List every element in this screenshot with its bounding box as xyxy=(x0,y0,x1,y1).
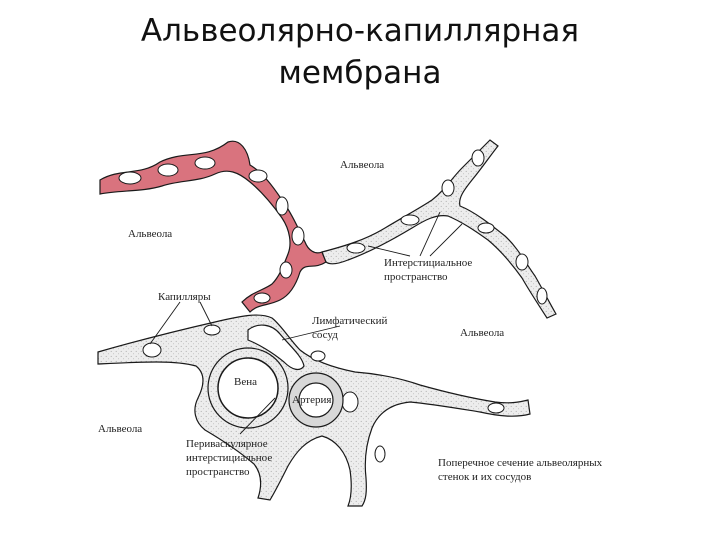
label-vein: Вена xyxy=(234,376,257,388)
pink-alveolar-wall xyxy=(100,141,326,312)
label-alveola-bottom: Альвеола xyxy=(98,423,142,435)
label-perivascular-3: пространство xyxy=(186,466,250,478)
label-perivascular-2: интерстициальное xyxy=(186,452,272,464)
caption-line-1: Поперечное сечение альвеолярных xyxy=(438,457,603,469)
vein xyxy=(208,348,288,428)
label-interstitial-1: Интерстициальное xyxy=(384,257,472,269)
label-interstitial-2: пространство xyxy=(384,271,448,283)
label-alveola-top: Альвеола xyxy=(340,159,384,171)
label-lymph-1: Лимфатический xyxy=(312,315,388,327)
label-artery: Артерия xyxy=(292,394,331,406)
label-alveola-right: Альвеола xyxy=(460,327,504,339)
label-lymph-2: сосуд xyxy=(312,329,338,341)
label-perivascular-1: Периваскулярное xyxy=(186,438,268,450)
label-alveola-left: Альвеола xyxy=(128,228,172,240)
label-capillaries: Капилляры xyxy=(158,291,211,303)
caption-line-2: стенок и их сосудов xyxy=(438,471,531,483)
